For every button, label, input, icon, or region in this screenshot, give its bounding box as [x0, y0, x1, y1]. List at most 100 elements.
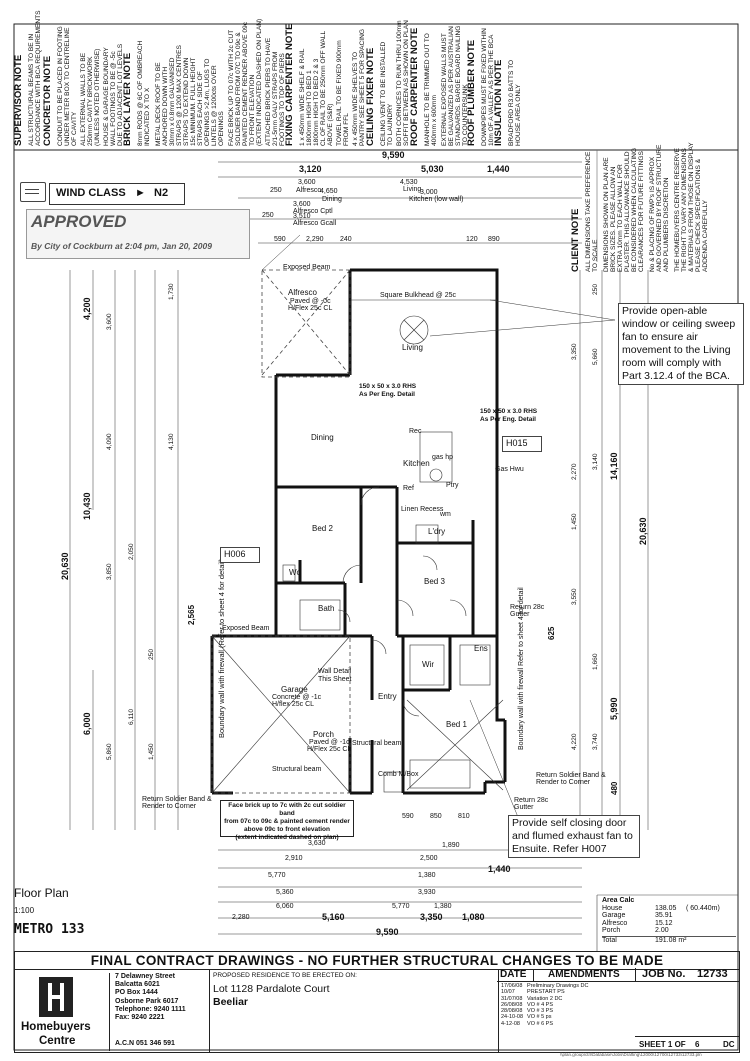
- bricklayer-note-line: TO FRONT ELEVATION: [249, 74, 256, 146]
- client-note-line: CLEARANCES FOR FUTURE FITTINGS: [638, 151, 645, 272]
- bricklayer-note-title: BRICK LAYER NOTE: [122, 52, 133, 146]
- roof-carpenter-note-line: MANHOLE TO BE TRIMMED OUT TO: [424, 33, 431, 146]
- house-logo-icon: [39, 977, 73, 1017]
- room-label-laundry: L'dry: [428, 527, 446, 536]
- dim-text: Living: [403, 186, 422, 193]
- dim-text: 590: [274, 236, 286, 243]
- drafter-initials: DC: [723, 1040, 735, 1049]
- wind-class-label: WIND CLASS: [56, 187, 126, 199]
- client-note-line: ADDENDA CAREFULLY: [702, 199, 709, 272]
- face-brick-note-line: Face brick up to 7c with 2c cut soldier …: [228, 802, 346, 817]
- client-note-line: TO SCALE: [592, 239, 599, 273]
- dim-text: 3,600: [293, 201, 311, 208]
- company-name-line1: Homebuyers: [21, 1021, 91, 1033]
- dim-text: 5,860: [106, 743, 113, 760]
- wind-class-value: N2: [154, 187, 169, 199]
- dim-text: 1,440: [488, 864, 511, 874]
- amendment-date: 28/08/08: [501, 1008, 523, 1015]
- dim-text: 1,450: [148, 743, 155, 760]
- file-path: \\plan.group\ctrl\Database\Jobs\Drafting…: [560, 1052, 702, 1057]
- amendment-text: VO # 3 PS: [527, 1008, 554, 1015]
- dim-text: 4,200: [82, 297, 92, 320]
- fixing-carpenter-note-line: 4 x 450mm WIDE SHELVES TO: [352, 51, 359, 146]
- area-row-value: 35.91: [655, 912, 673, 919]
- dim-text: 2,270: [571, 463, 578, 480]
- dim-text: 250: [262, 212, 274, 219]
- h006-reference-tag: H006: [220, 547, 260, 563]
- dim-text: Alfresco Cptl: [293, 208, 333, 215]
- dim-text: Kitchen (low wall): [409, 196, 464, 203]
- fixing-carpenter-note-line: 1800mm HIGH TO BED 1: [306, 70, 313, 146]
- dim-text: 5,770: [268, 872, 286, 879]
- room-sublabel: H/Flex 25c CL: [288, 305, 333, 312]
- concretor-note-line: CONDUIT TO BE PLACED IN FOOTING: [57, 26, 64, 146]
- room-label-entry: Entry: [378, 692, 397, 701]
- dim-overall-width: 9,590: [382, 150, 405, 160]
- plan-label: Floor Plan: [14, 886, 69, 900]
- dim-text: 3,550: [571, 588, 578, 605]
- room-label-living: Living: [402, 343, 423, 352]
- fixing-carpenter-note-line: TOWEL RAIL TO BE FIXED 900mm: [336, 40, 343, 146]
- fixing-carpenter-note-line: 1800mm HIGH TO BED 2 & 3: [313, 58, 320, 146]
- dim-text: 14,160: [609, 452, 619, 480]
- amendment-text: PRESTART PS: [527, 989, 565, 996]
- structural-beam-label: Structural beam: [352, 740, 402, 747]
- dim-text: 5,360: [276, 889, 294, 896]
- client-note-line: BE CONSIDERED WHEN CALCULATING: [631, 147, 638, 272]
- area-row-value: 15.12: [655, 919, 673, 927]
- insulation-note-line: BRADFORD R3.0 BATTS TO: [508, 59, 515, 146]
- address-line: PO Box 1444: [115, 989, 158, 997]
- rec-label: Rec: [409, 428, 422, 435]
- company-logo: Homebuyers Centre: [17, 973, 110, 1051]
- amendment-text: Preliminary Drawings DC: [527, 983, 589, 989]
- living-ventilation-callout: Provide open-able window or ceiling swee…: [618, 303, 744, 385]
- bricklayer-note-line: ANCHORED DOWN WITH: [162, 66, 169, 146]
- dim-text: 1,380: [418, 872, 436, 879]
- final-contract-banner: FINAL CONTRACT DRAWINGS - NO FURTHER STR…: [15, 952, 739, 970]
- dim-text: 3,140: [592, 453, 599, 470]
- amendment-text: VO # 5 ps: [527, 1014, 552, 1021]
- date-header: DATE: [500, 969, 527, 980]
- rhs-beam-label: 150 x 50 x 3.0 RHS: [480, 408, 538, 415]
- roof-carpenter-note-title: ROOF CARPENTER NOTE: [409, 27, 420, 146]
- title-block: FINAL CONTRACT DRAWINGS - NO FURTHER STR…: [14, 951, 740, 1053]
- room-label-alfresco: Alfresco: [288, 288, 317, 297]
- amendment-date: 26/08/08: [501, 1001, 523, 1008]
- bricklayer-note-line: OPENINGS: [218, 111, 225, 146]
- concretor-note-title: CONCRETOR NOTE: [42, 55, 53, 146]
- insulation-note-title: INSULATION NOTE: [493, 59, 504, 146]
- dim-text: 3,000: [420, 189, 438, 196]
- dim-overall-width-bottom: 9,590: [376, 927, 399, 937]
- room-label-garage: Garage: [281, 685, 308, 694]
- room-sublabel: Paved @ -1c: [309, 739, 350, 746]
- amendment-date: 4-12-08: [501, 1020, 520, 1027]
- dim-text: 240: [340, 236, 352, 243]
- pantry-label: Ptry: [446, 482, 459, 489]
- address-line: Osborne Park 6017: [115, 997, 179, 1005]
- client-note-line: THE RIGHT TO VARY ANY DIMENSIONS: [681, 148, 688, 272]
- wind-class-box: WIND CLASS ► N2: [49, 183, 185, 205]
- return-soldier-band-label: Return Soldier Band & Render to Corner: [536, 772, 606, 786]
- dim-text: 5,770: [392, 903, 410, 910]
- ceiling-fixer-note-line: TO LAUNDRY: [387, 103, 394, 146]
- room-label-bath: Bath: [318, 604, 335, 613]
- address-line: Fax: 9240 2221: [115, 1014, 165, 1022]
- bricklayer-note-line: LINTELS @ 1200cts OVER: [211, 65, 218, 146]
- dim-text: 1,080: [462, 912, 485, 922]
- return-soldier-band-label: Return Soldier Band & Render to Corner: [142, 796, 212, 810]
- sheet-total: 6: [695, 1040, 700, 1049]
- dim-text: 6,000: [82, 712, 92, 735]
- dim-text: 3,740: [592, 733, 599, 750]
- concretor-note-line: UNDER METER BOX TO CENTRELINE: [64, 27, 71, 146]
- client-note-line: AND PLUMBERS DISCRETION: [663, 177, 670, 272]
- ceiling-fixer-note-title: CEILING FIXER NOTE: [365, 47, 376, 146]
- room-label-bed1: Bed 1: [446, 720, 467, 729]
